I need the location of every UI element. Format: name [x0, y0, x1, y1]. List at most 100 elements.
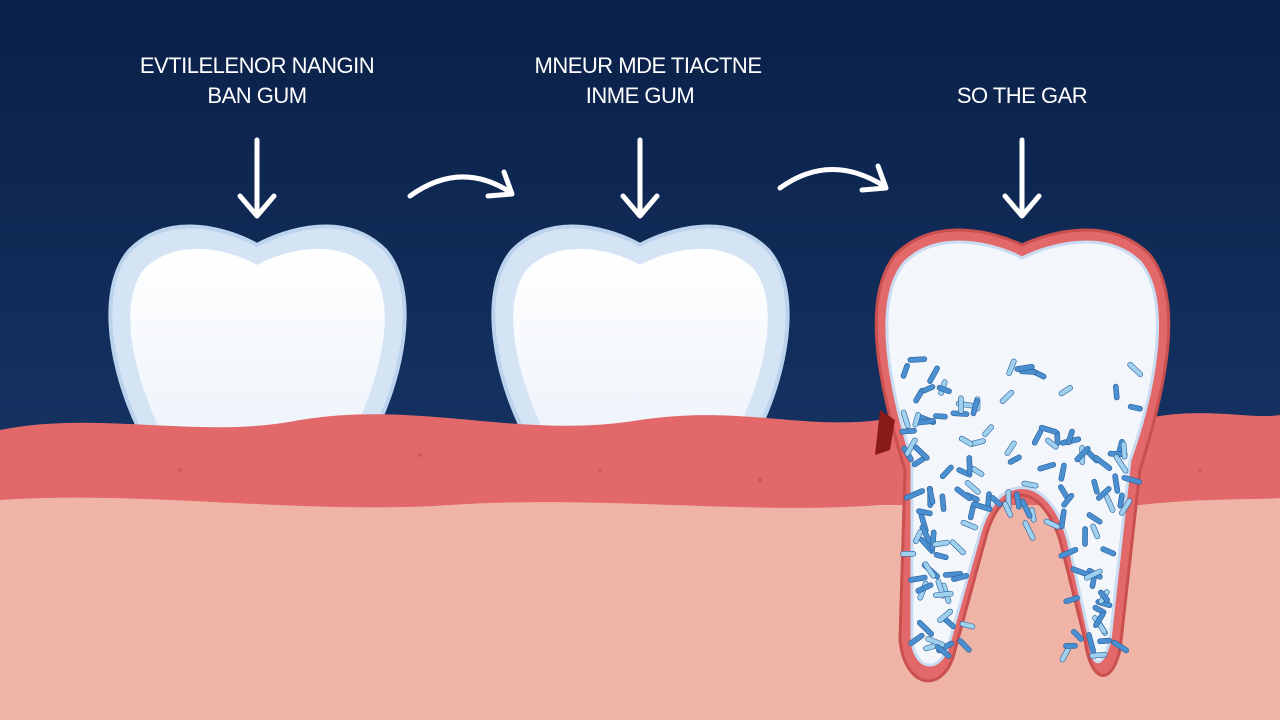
- bacterium: [951, 572, 970, 582]
- bacterium: [939, 464, 954, 480]
- bacterium: [1074, 445, 1091, 463]
- bacterium: [1043, 518, 1061, 530]
- bacterium: [989, 494, 1003, 508]
- bacterium: [971, 501, 993, 512]
- bacterium: [936, 384, 952, 395]
- bacterium: [900, 362, 910, 379]
- bacterium: [966, 455, 973, 475]
- bacterium: [1119, 498, 1133, 516]
- svg-text:SO THE GAR: SO THE GAR: [957, 83, 1087, 108]
- bacterium: [913, 444, 930, 461]
- bacterium: [933, 413, 948, 420]
- bacterium: [970, 397, 980, 417]
- bacterium: [1100, 546, 1117, 557]
- bacterium: [916, 508, 933, 517]
- bacterium: [1127, 403, 1143, 412]
- bacterium: [900, 551, 917, 557]
- bacterium: [1045, 437, 1059, 450]
- bacterium: [1058, 546, 1079, 559]
- bacterium: [903, 488, 926, 501]
- bacterium: [1083, 568, 1103, 581]
- bacterium: [1037, 461, 1057, 472]
- bacterium: [1082, 526, 1088, 547]
- bacterium: [927, 365, 940, 384]
- bacterium: [1098, 589, 1111, 603]
- bacterium: [1019, 498, 1033, 519]
- bacterium: [1063, 642, 1078, 649]
- bacterium: [959, 621, 976, 630]
- bacterium: [908, 632, 925, 647]
- bacterium: [1061, 492, 1075, 508]
- bacterium: [1065, 428, 1075, 446]
- bacterium: [1058, 462, 1067, 482]
- bacterium: [1117, 492, 1125, 509]
- bacterium: [1014, 363, 1035, 372]
- bacterium: [916, 619, 935, 637]
- bacterium: [939, 493, 947, 512]
- bacterium: [1093, 611, 1106, 629]
- bacterium: [933, 552, 949, 561]
- bacterium: [912, 411, 921, 428]
- bacterium: [1063, 595, 1080, 605]
- bacterium: [954, 486, 973, 502]
- bacterium: [1058, 508, 1067, 530]
- stage-label-2: MNEUR MDE TIACTNE INME GUM: [535, 53, 763, 108]
- bacterium: [1093, 455, 1113, 471]
- healthy-tooth: [108, 224, 407, 452]
- bacterium: [1002, 501, 1014, 518]
- svg-text:BAN GUM: BAN GUM: [207, 83, 306, 108]
- bacterium: [908, 574, 928, 583]
- bacterium: [1112, 473, 1121, 494]
- bacterium: [960, 519, 979, 531]
- bacterium: [1058, 385, 1073, 397]
- bacterium: [913, 529, 924, 544]
- bacterium: [937, 608, 954, 623]
- bacterium: [1022, 520, 1036, 541]
- bacterium: [1090, 523, 1101, 540]
- bacterium: [915, 582, 934, 594]
- bacterium: [956, 467, 973, 478]
- svg-text:EVTILELENOR NANGIN: EVTILELENOR NANGIN: [140, 53, 374, 78]
- bacterium: [958, 395, 964, 414]
- early-gum-tooth: [491, 224, 790, 452]
- bacterium: [1091, 478, 1100, 495]
- bacterium: [1111, 639, 1130, 654]
- bacterium: [1038, 424, 1059, 435]
- down-arrow-icon: [620, 137, 660, 219]
- bacterium: [1097, 637, 1113, 645]
- bacterium: [949, 539, 966, 556]
- down-arrow-icon: [237, 137, 277, 219]
- svg-text:INME GUM: INME GUM: [586, 83, 694, 108]
- bacterium: [899, 427, 917, 435]
- bacterium: [1071, 628, 1084, 642]
- down-arrow-icon: [1002, 137, 1042, 219]
- bacterium: [1113, 454, 1129, 474]
- bacterium: [1112, 383, 1120, 401]
- bacterium: [999, 389, 1015, 404]
- bacterium: [958, 435, 974, 447]
- bacterium: [964, 480, 981, 495]
- curved-arrow-icon: [777, 163, 889, 193]
- bacterium: [957, 638, 972, 653]
- bacterium: [1121, 474, 1142, 485]
- bleeding-spot: [875, 410, 895, 455]
- bacterium: [1007, 454, 1022, 465]
- bacterium: [934, 644, 952, 659]
- stage-label-1: EVTILELENOR NANGIN BAN GUM: [140, 53, 375, 108]
- curved-arrow-icon: [407, 169, 515, 199]
- bacterium: [922, 561, 937, 579]
- bacteria-cluster: [899, 356, 1144, 663]
- svg-text:MNEUR MDE TIACTNE: MNEUR MDE TIACTNE: [535, 53, 762, 78]
- bacterium: [926, 485, 936, 505]
- bacterium: [921, 384, 936, 394]
- bacterium: [932, 590, 954, 599]
- gum-texture: [178, 453, 1202, 482]
- bacterium: [900, 409, 911, 429]
- bacterium: [932, 539, 950, 548]
- bacterium: [1089, 651, 1108, 659]
- bacterium: [1127, 361, 1144, 378]
- bacterium: [907, 356, 928, 363]
- bacterium: [925, 636, 946, 648]
- bacterium: [1006, 358, 1017, 377]
